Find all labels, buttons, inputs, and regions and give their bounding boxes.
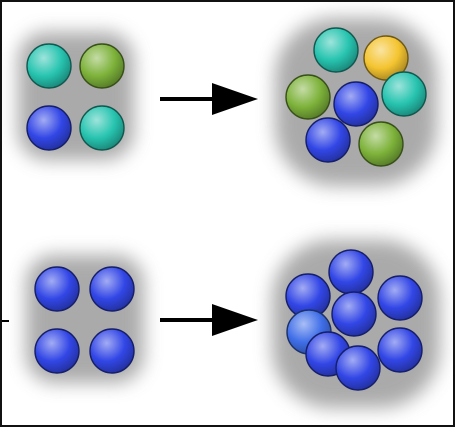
top-after-particle-cyan (313, 27, 359, 73)
bottom-after-particle-blue (328, 249, 374, 295)
bottom-before-particle-blue (34, 266, 80, 312)
bottom-before-particle-blue (34, 328, 80, 374)
bottom-before-particle-blue (89, 266, 135, 312)
top-after-particle-cyan (381, 71, 427, 117)
top-arrow-head-icon (212, 83, 258, 115)
bottom-after-particle-blue (377, 327, 423, 373)
bottom-after-particle-blue (331, 291, 377, 337)
top-before-particle-blue (26, 105, 72, 151)
bottom-before-particle-blue (89, 328, 135, 374)
top-before-particle-cyan (79, 105, 125, 151)
top-after-particle-olive (358, 121, 404, 167)
top-after-particle-blue (305, 117, 351, 163)
bottom-arrow-head-icon (212, 304, 258, 336)
top-before-particle-olive (79, 43, 125, 89)
top-before-particle-cyan (26, 43, 72, 89)
diagram-layer (2, 18, 440, 408)
bottom-after-particle-blue (335, 345, 381, 391)
top-after-particle-yellow (363, 35, 409, 81)
top-after-particle-olive (285, 74, 331, 120)
top-after-particle-blue (333, 81, 379, 127)
bottom-after-particle-blue (377, 275, 423, 321)
